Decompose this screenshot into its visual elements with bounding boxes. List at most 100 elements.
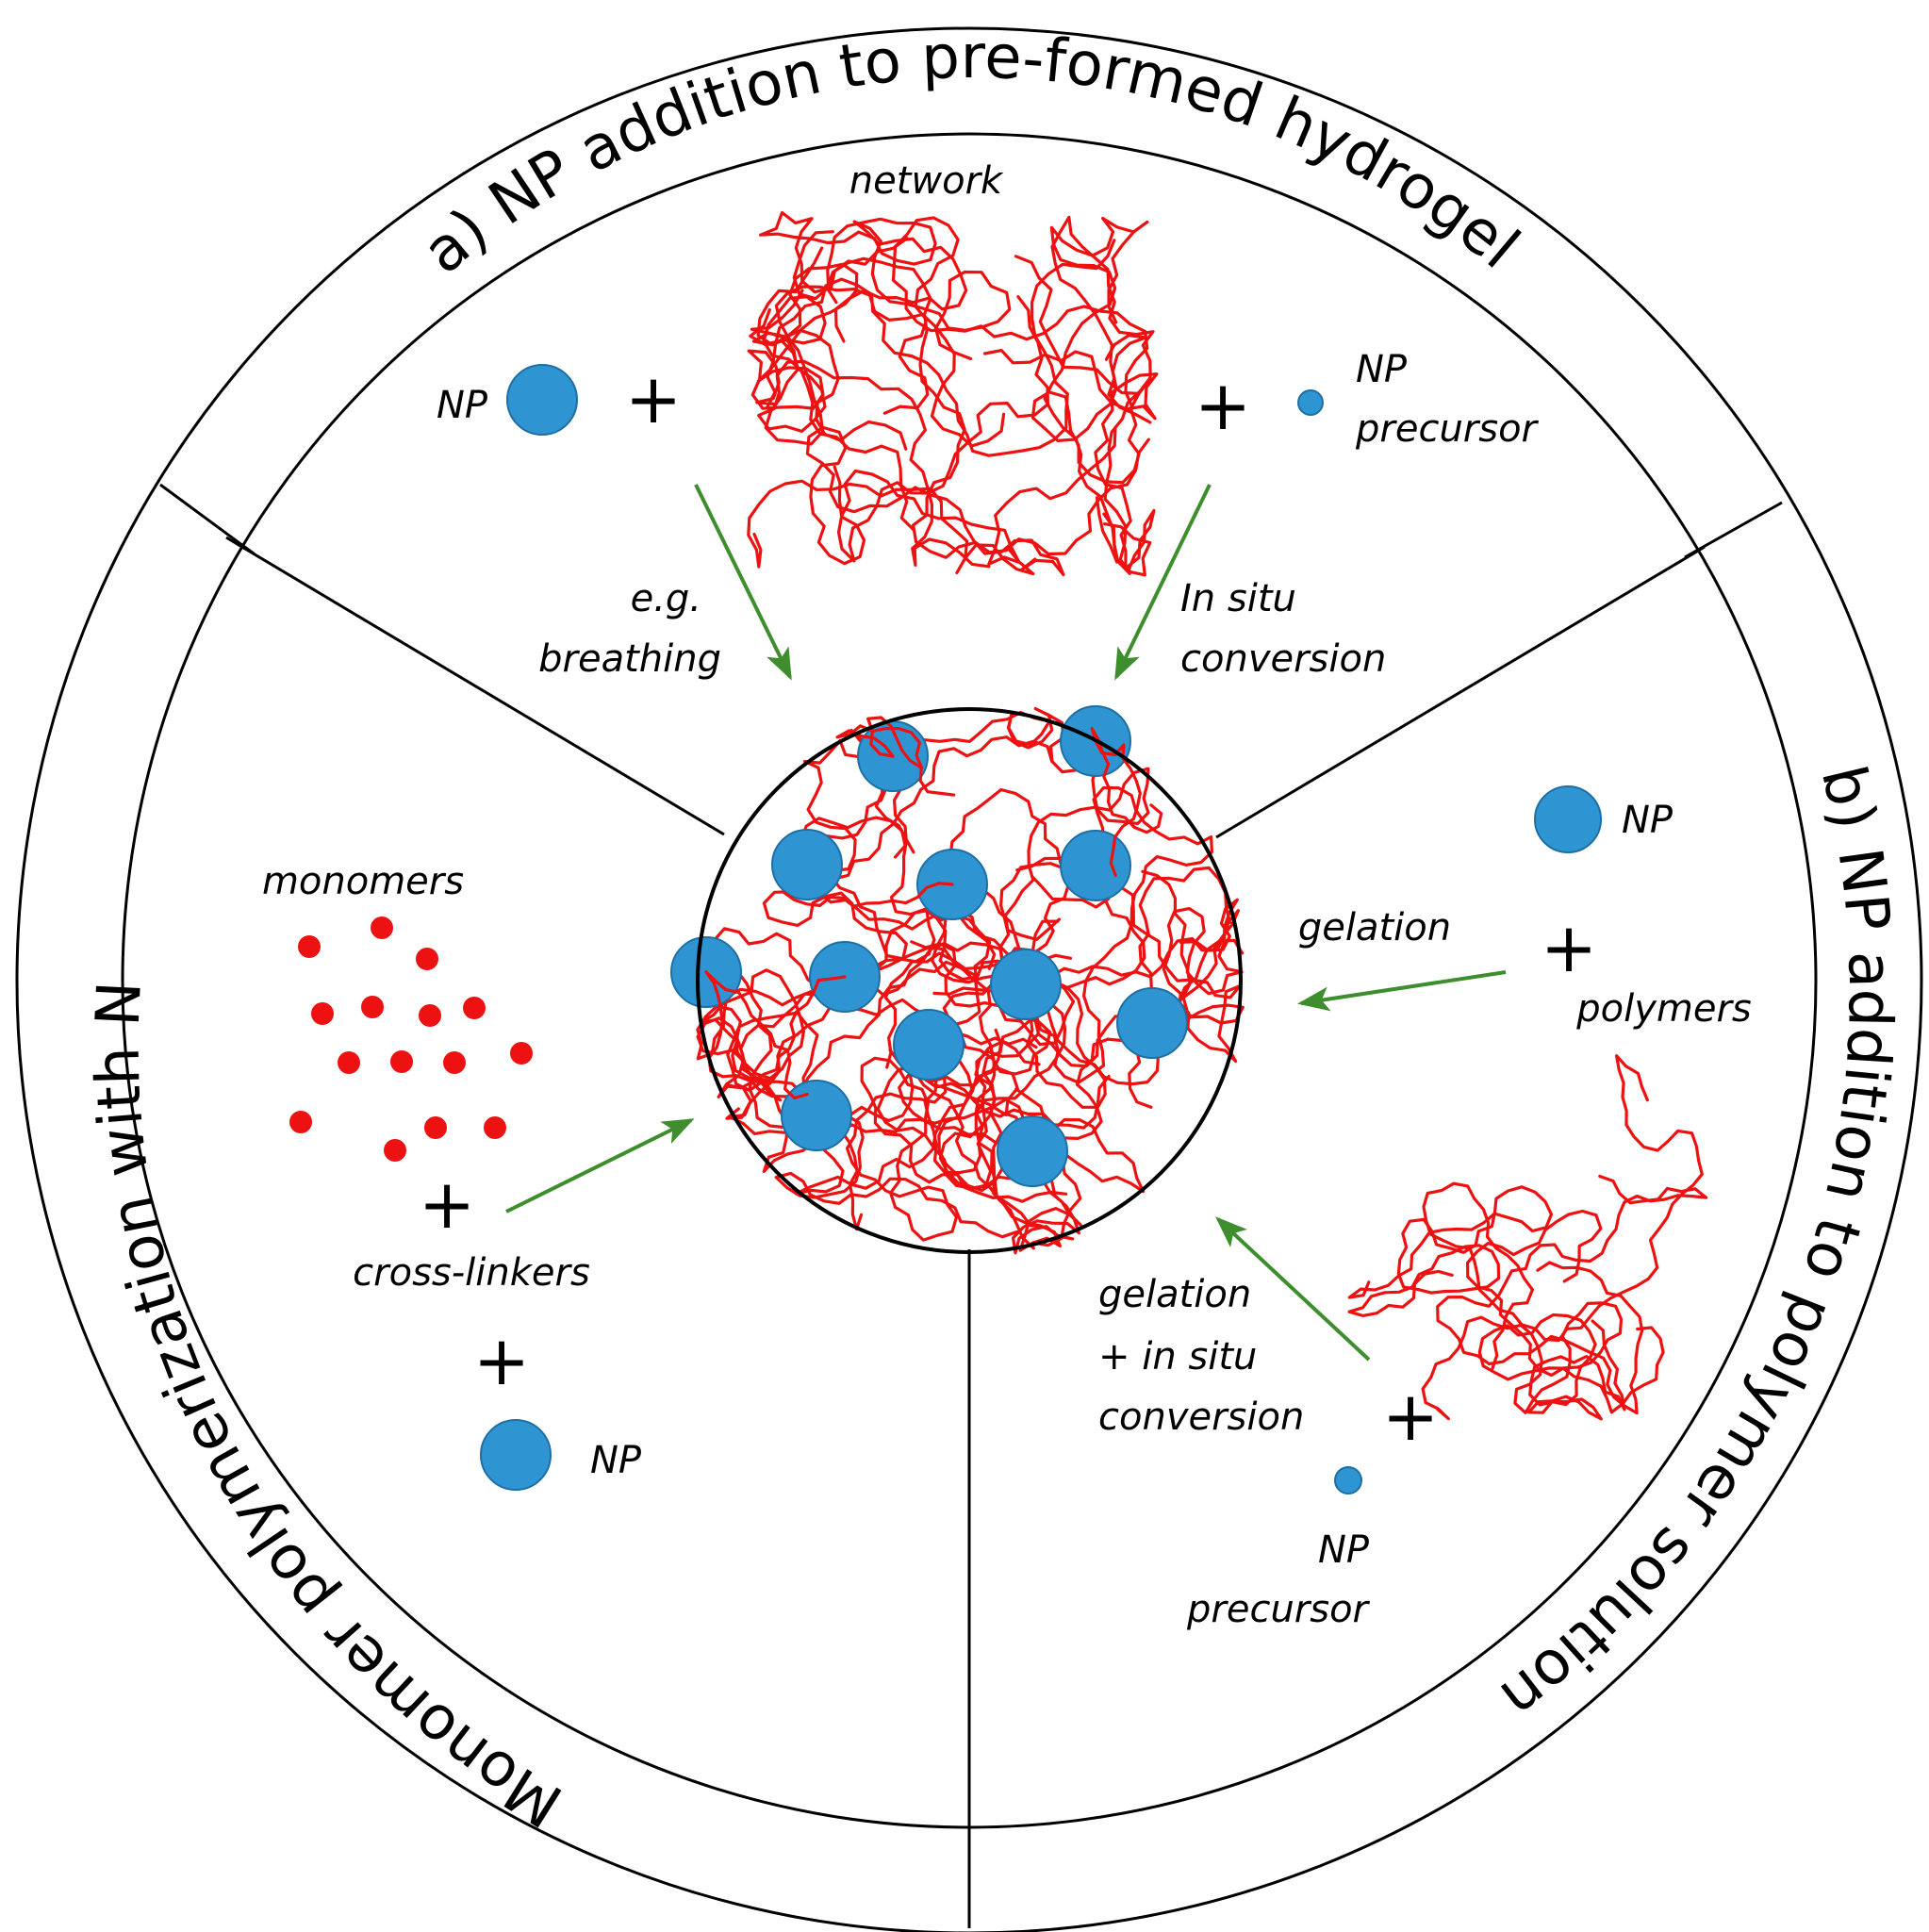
nanoparticle (1060, 830, 1131, 901)
outer-ring (15, 26, 1923, 1932)
hydrogel-chain (866, 716, 956, 797)
network-chain (749, 285, 1006, 448)
hydrogel-chain (823, 735, 1150, 941)
plus-a-right: + (1195, 366, 1251, 445)
polymer-chain (1422, 1054, 1704, 1371)
hydrogel-chain (704, 970, 809, 1100)
plus-c-top: + (419, 1164, 475, 1244)
label-breathing-2: breathing (538, 637, 721, 681)
network-chain (1050, 215, 1155, 575)
nanoparticle (990, 949, 1062, 1020)
polymer-network (747, 210, 1159, 577)
label-np-a: NP (437, 384, 488, 427)
monomer-dots (289, 916, 533, 1162)
label-network: network (849, 159, 1004, 203)
monomer-dot (298, 935, 321, 958)
np-precursor-b (1334, 1466, 1362, 1494)
monomer-dot (443, 1051, 466, 1074)
np-precursor-a (1297, 389, 1324, 416)
arrow-breathing (694, 484, 792, 681)
polymer-chain (1347, 1185, 1554, 1317)
monomer-dot (390, 1050, 413, 1073)
label-np-precursor-b-2: precursor (1186, 1588, 1371, 1631)
hydrogel-chain (998, 856, 1245, 1064)
polymer-chain (1436, 1174, 1708, 1415)
hydrogel-chain (845, 1056, 1068, 1242)
network-chain (759, 210, 937, 301)
plus-b-bottom: + (1382, 1377, 1439, 1456)
divider-a-c-outer (159, 483, 255, 555)
plus-c-bottom: + (473, 1321, 530, 1400)
hydrogel-chain (800, 707, 1065, 872)
label-np-precursor-a-1: NP (1356, 348, 1408, 391)
label-insitu-2: conversion (1180, 637, 1386, 681)
monomer-dot (311, 1002, 334, 1025)
network-chain (982, 349, 1159, 577)
nanoparticle-c (480, 1419, 552, 1491)
network-chain (834, 220, 1012, 361)
monomer-dot (416, 948, 438, 970)
monomer-dot (338, 1051, 360, 1074)
monomer-dot (361, 996, 384, 1018)
label-gel-insitu-3: conversion (1098, 1395, 1304, 1439)
monomer-dot (424, 1116, 447, 1139)
arrow-insitu-conversion (1114, 484, 1212, 681)
monomer-dot (289, 1111, 312, 1133)
label-monomers: monomers (262, 860, 464, 903)
composite-hydrogel-outline (696, 707, 1243, 1254)
polymer-chain (1421, 1209, 1624, 1421)
label-crosslinkers: cross-linkers (353, 1251, 590, 1295)
plus-a-left: + (625, 359, 682, 438)
label-np-c: NP (590, 1439, 642, 1482)
hydrogel-chain (726, 975, 847, 1090)
network-chain (1043, 216, 1149, 564)
hydrogel-chain (725, 887, 1052, 1120)
nanoparticle (1116, 987, 1188, 1059)
monomer-dot (371, 916, 393, 939)
polymer-chain (1477, 1313, 1665, 1421)
hydrogel-chain (898, 1037, 1153, 1194)
hydrogel-chain (870, 908, 1080, 1255)
hydrogel-chain (876, 1065, 1111, 1252)
nanoparticle (997, 1115, 1068, 1187)
label-np-b: NP (1622, 799, 1673, 842)
composite-nanoparticles (670, 705, 1188, 1187)
nanoparticle (893, 1009, 964, 1081)
arrow-gelation-insitu (1215, 1216, 1371, 1362)
arrow-polymerization (505, 1118, 695, 1214)
divider-a-b (1215, 545, 1706, 839)
label-np-precursor-b-1: NP (1318, 1528, 1370, 1572)
monomer-dot (419, 1004, 441, 1027)
monomer-dot (510, 1042, 533, 1065)
title-section-a: (a) NP addition to pre-formed hydrogels (0, 0, 1532, 288)
label-polymers: polymers (1575, 987, 1752, 1031)
plus-b-top: + (1541, 908, 1597, 987)
nanoparticle (771, 829, 843, 900)
hydrogel-chain (782, 882, 954, 908)
hydrogel-chain (835, 724, 924, 769)
network-chain (750, 289, 991, 569)
title-section-c: (c) Monomer polymerization with NPs (0, 0, 590, 1850)
network-chain (751, 295, 915, 532)
label-breathing-1: e.g. (631, 577, 701, 620)
hydrogel-chain (699, 941, 1024, 1098)
nanoparticle (781, 1080, 852, 1151)
nanoparticle-b (1534, 785, 1602, 853)
hydrogel-chain (931, 866, 1240, 1006)
network-chain (1014, 255, 1151, 485)
polymer-chains (1347, 1054, 1708, 1421)
monomer-dot (463, 997, 486, 1019)
label-gelation-b: gelation (1298, 906, 1451, 949)
network-chain (882, 216, 1149, 415)
monomer-dot (484, 1116, 506, 1139)
label-insitu-1: In situ (1180, 577, 1296, 620)
label-np-precursor-a-2: precursor (1355, 407, 1540, 451)
nanoparticle-a (506, 364, 578, 436)
label-gel-insitu-1: gelation (1098, 1273, 1251, 1316)
arrow-gelation (1297, 970, 1507, 1012)
network-chain (836, 295, 1049, 563)
label-gel-insitu-2: + in situ (1098, 1335, 1257, 1379)
divider-a-c (225, 536, 725, 836)
monomer-dot (384, 1139, 406, 1162)
